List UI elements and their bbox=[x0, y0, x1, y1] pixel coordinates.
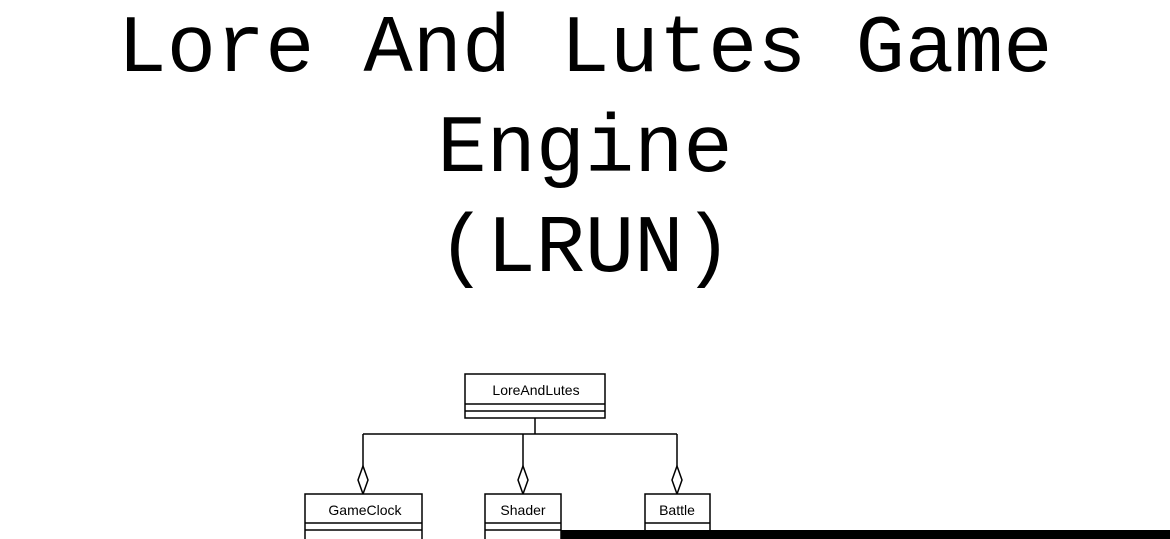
title-line-1: Lore And Lutes Game bbox=[117, 3, 1053, 96]
class-box-gameclock[interactable]: GameClock bbox=[304, 493, 423, 539]
class-name-gameclock: GameClock bbox=[328, 502, 402, 518]
aggregation-diamond-shader bbox=[517, 463, 529, 497]
class-box-loreandlutes[interactable]: LoreAndLutes bbox=[464, 373, 606, 419]
aggregation-connectors bbox=[362, 418, 678, 466]
aggregation-diamond-gameclock bbox=[357, 463, 369, 497]
title-line-3: (LRUN) bbox=[437, 203, 733, 296]
aggregation-diamond-battle bbox=[671, 463, 683, 497]
class-name-loreandlutes: LoreAndLutes bbox=[492, 382, 579, 398]
bottom-rule bbox=[561, 530, 1170, 539]
class-box-shader[interactable]: Shader bbox=[484, 493, 562, 539]
class-name-shader: Shader bbox=[500, 502, 545, 518]
title-line-2: Engine bbox=[437, 103, 733, 196]
class-name-battle: Battle bbox=[659, 502, 695, 518]
